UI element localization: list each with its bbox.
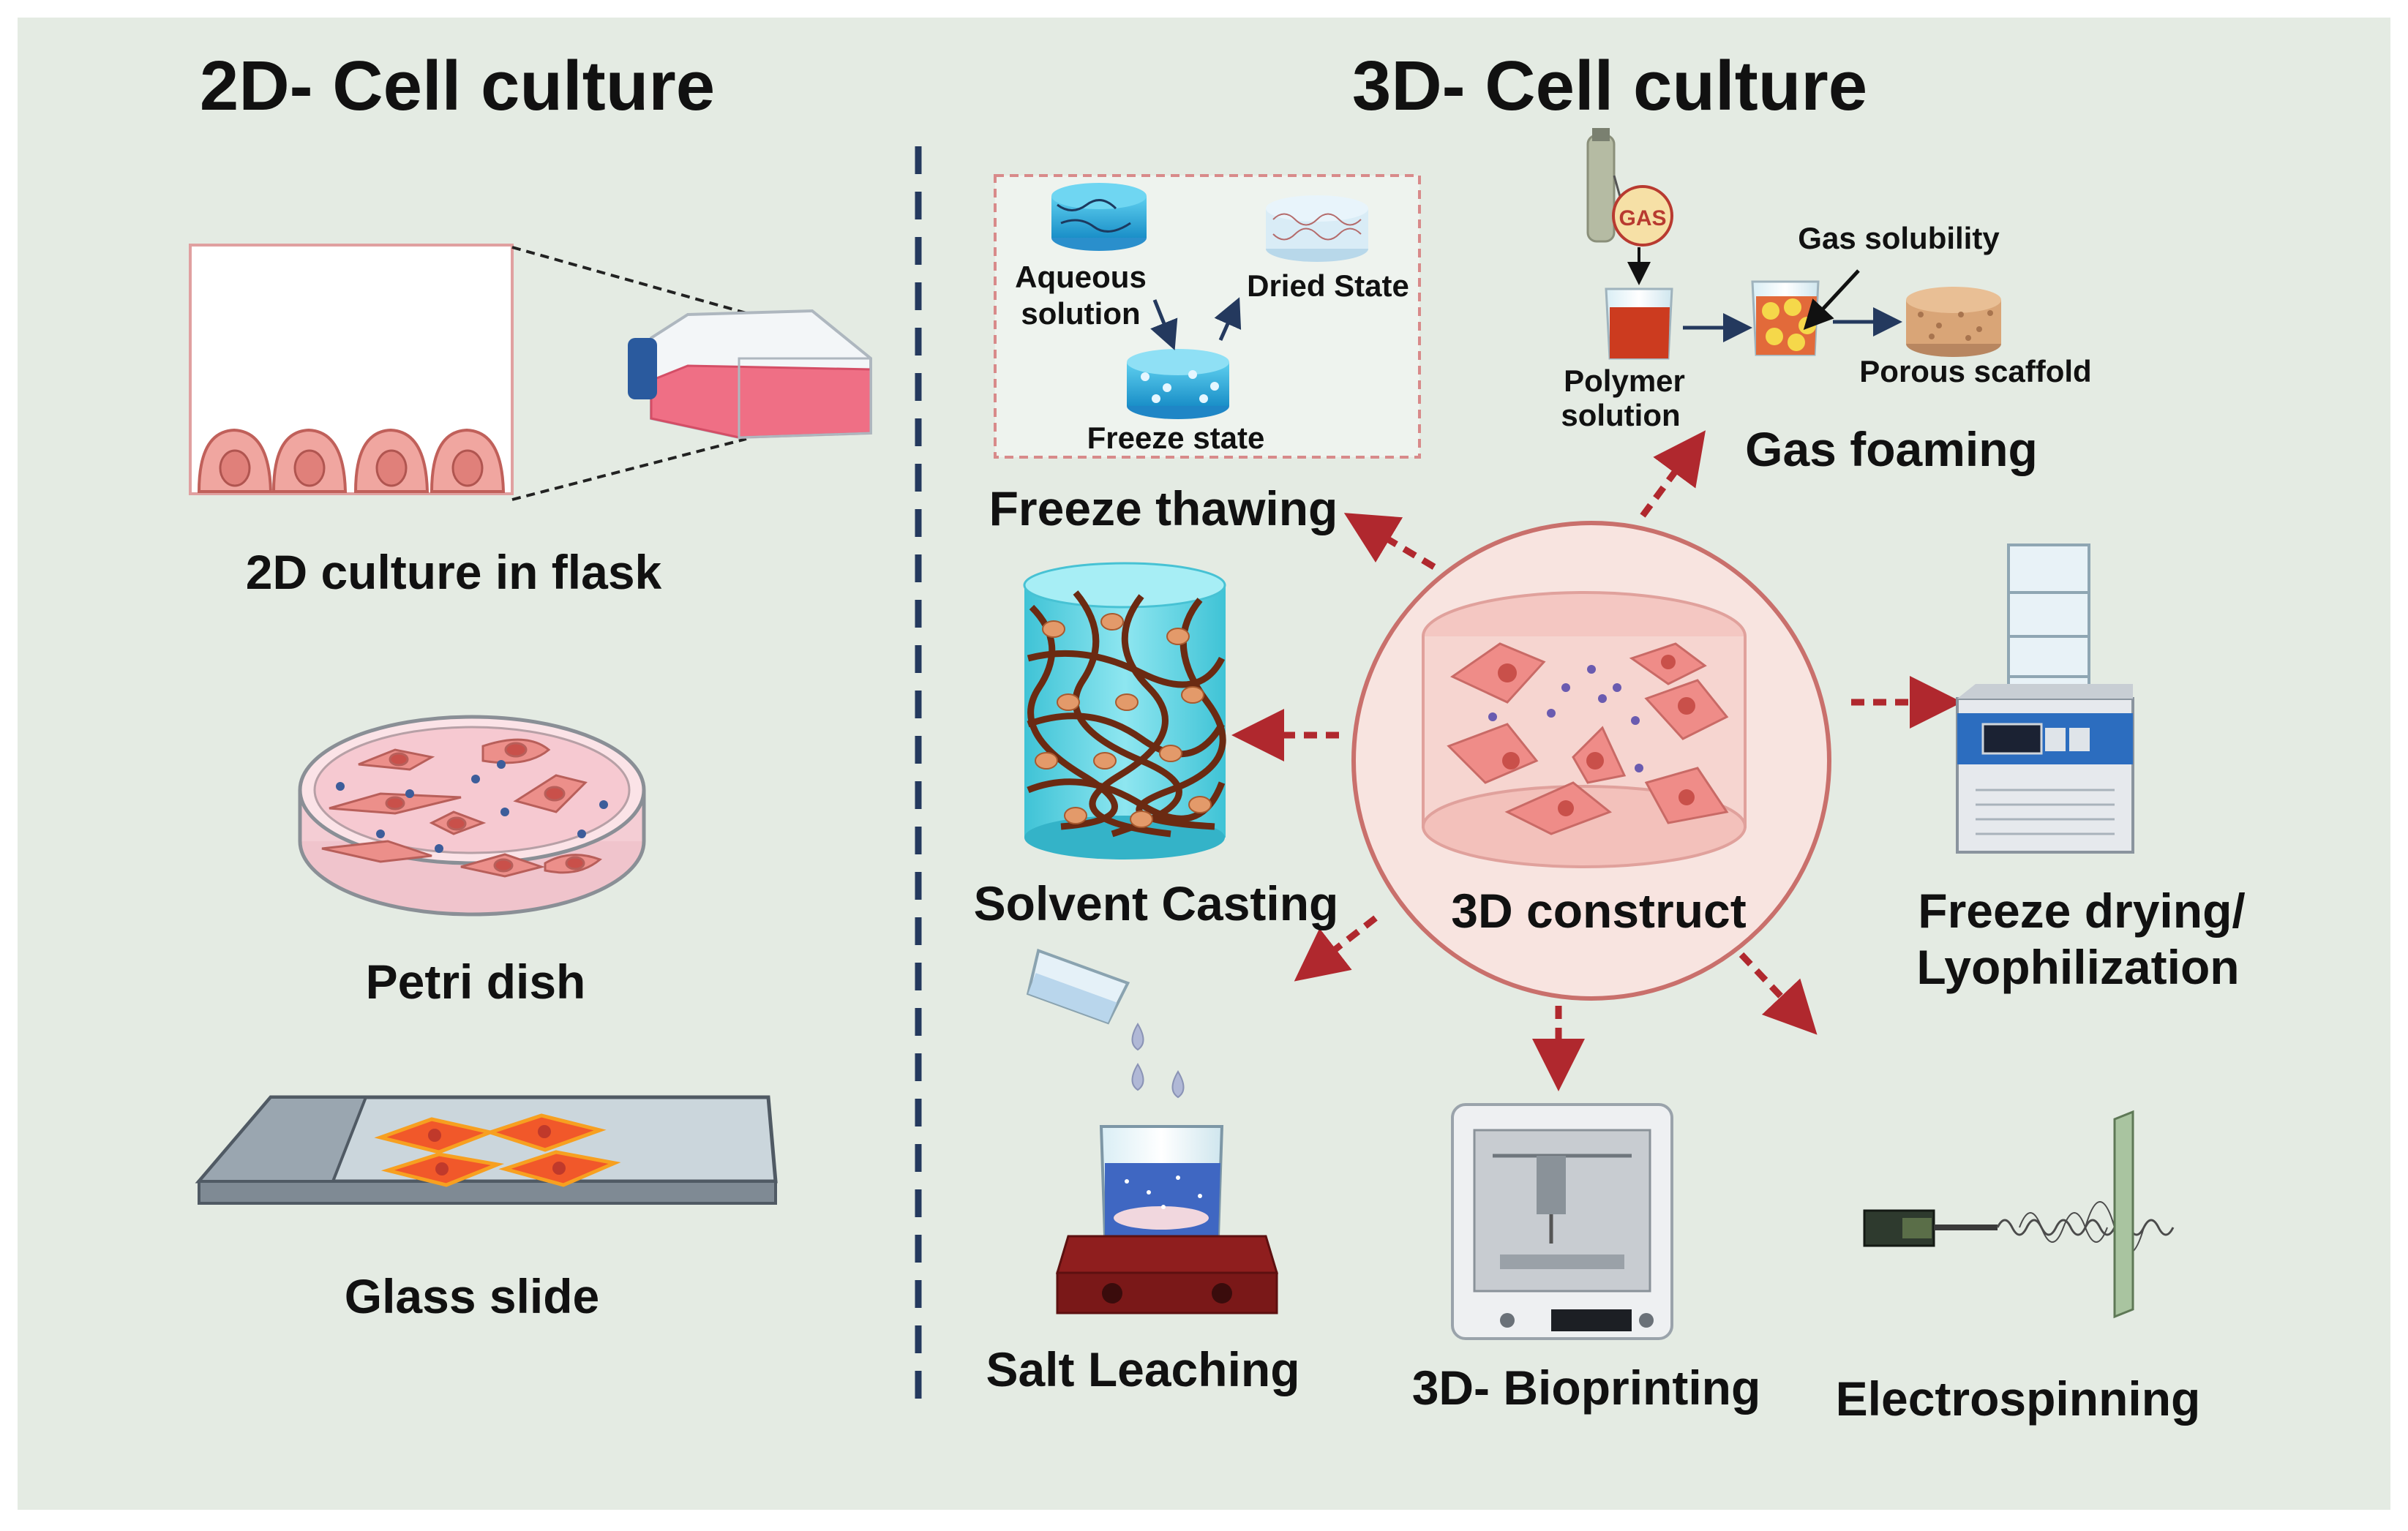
dryer-screen-icon: [1981, 723, 2043, 755]
petri-dish-illustration: [298, 715, 646, 917]
collector-plate-icon: [2113, 1110, 2134, 1319]
label-gas: GAS: [1619, 206, 1666, 230]
3d-construct-illustration: [1351, 521, 1831, 1001]
title-3d: 3D- Cell culture: [1352, 47, 1867, 125]
salt-drops-icon: [1131, 1023, 1185, 1099]
arrow-to-electrospinning: [1739, 952, 1818, 1035]
salt-leaching-illustration: [1026, 948, 1279, 1314]
label-aqueous-solution: solution: [1021, 296, 1140, 331]
bioprinter-illustration: [1451, 1103, 1673, 1340]
gas-gauge-icon: [1612, 185, 1673, 247]
porous-scaffold-icon: [1906, 287, 2001, 357]
label-freeze-state: Freeze state: [1087, 421, 1265, 455]
glass-slide-illustration: [195, 1095, 778, 1205]
label-electrospinning: Electrospinning: [1836, 1372, 2201, 1426]
gas-cylinder-icon: [1586, 134, 1616, 243]
label-dried-state: Dried State: [1247, 268, 1409, 303]
solvent-casting-illustration: [1023, 562, 1226, 859]
label-porous-scaffold: Porous scaffold: [1859, 354, 2091, 388]
printer-display-icon: [1551, 1309, 1632, 1331]
label-freeze-drying: Freeze drying/: [1918, 884, 2245, 938]
freeze-dryer-illustration: [1956, 543, 2134, 854]
hot-plate-icon: [1055, 1235, 1279, 1274]
label-solvent-casting: Solvent Casting: [974, 876, 1339, 930]
label-polymer: Polymer: [1564, 364, 1685, 398]
label-polymer-solution: solution: [1561, 398, 1680, 432]
label-aqueous: Aqueous: [1015, 260, 1147, 294]
petri-dots: [336, 760, 608, 853]
electrospinning-illustration: [1863, 1110, 2175, 1319]
arrow-to-gas-foaming: [1640, 430, 1706, 518]
label-gas-solubility: Gas solubility: [1798, 221, 2000, 255]
label-freeze-thawing: Freeze thawing: [989, 481, 1338, 535]
arrow-to-freeze-thawing: [1343, 513, 1436, 570]
printhead-icon: [1537, 1156, 1566, 1214]
label-salt-leaching: Salt Leaching: [986, 1342, 1299, 1396]
flask-cap-icon: [628, 338, 657, 399]
label-petri-dish: Petri dish: [366, 955, 586, 1009]
method-arrows: [1231, 430, 1962, 1091]
label-3d-construct: 3D construct: [1451, 884, 1746, 938]
petri-cells: [321, 738, 602, 878]
flask-illustration: [189, 244, 872, 501]
dried-jar-icon: [1266, 195, 1368, 262]
gas-foaming-illustration: GAS Gas solubility Polymer solution Poro…: [1561, 128, 2092, 432]
label-lyophilization: Lyophilization: [1916, 940, 2239, 994]
label-glass-slide: Glass slide: [345, 1269, 600, 1323]
aqueous-jar-icon: [1051, 183, 1147, 251]
arrow-to-salt-leaching: [1294, 915, 1378, 982]
foaming-beaker-icon: [1751, 280, 1820, 356]
label-gas-foaming: Gas foaming: [1745, 422, 2038, 476]
label-bioprinting: 3D- Bioprinting: [1412, 1361, 1761, 1415]
title-2d: 2D- Cell culture: [200, 47, 715, 125]
construct-cells: [1447, 642, 1729, 835]
flask-cells: [197, 428, 506, 493]
freeze-thawing-illustration: Aqueous solution Dried State Freeze stat…: [994, 174, 1421, 459]
label-2d-flask: 2D culture in flask: [246, 545, 662, 599]
polymer-beaker-icon: [1605, 287, 1673, 360]
freeze-jar-icon: [1127, 349, 1229, 419]
